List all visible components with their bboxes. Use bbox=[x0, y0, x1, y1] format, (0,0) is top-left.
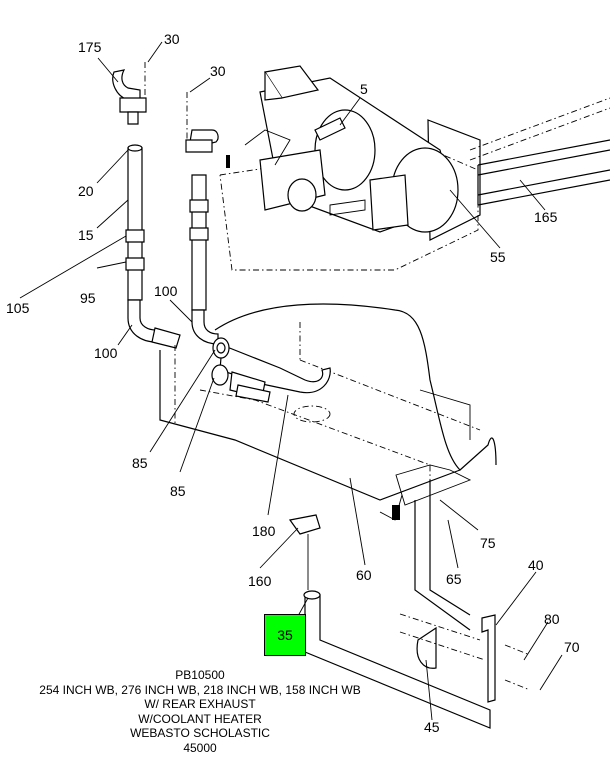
callouts: 175 30 30 5 20 15 105 95 100 100 165 55 … bbox=[6, 31, 580, 735]
callout-30-second: 30 bbox=[210, 63, 226, 79]
callout-35-highlight[interactable]: 35 bbox=[264, 614, 306, 656]
caption-line-5: WEBASTO SCHOLASTIC bbox=[130, 726, 270, 741]
exhaust-pipe-left-drawing bbox=[112, 69, 181, 349]
callout-100-right: 100 bbox=[154, 283, 178, 299]
caption-line-2: 254 INCH WB, 276 INCH WB, 218 INCH WB, 1… bbox=[39, 682, 361, 697]
callout-85-lower: 85 bbox=[170, 483, 186, 499]
coolant-hose-drawing bbox=[211, 337, 331, 403]
diagram-caption: PB10500 254 INCH WB, 276 INCH WB, 218 IN… bbox=[0, 668, 400, 756]
caption-line-6: 45000 bbox=[183, 740, 217, 755]
callout-60: 60 bbox=[356, 567, 372, 583]
caption-line-1: PB10500 bbox=[175, 668, 225, 682]
callout-40: 40 bbox=[528, 557, 544, 573]
callout-85-upper: 85 bbox=[132, 455, 148, 471]
callout-70: 70 bbox=[564, 639, 580, 655]
callout-35: 35 bbox=[277, 627, 293, 643]
heater-unit-drawing bbox=[244, 65, 459, 233]
callout-65: 65 bbox=[446, 571, 462, 587]
callout-30-top: 30 bbox=[164, 31, 180, 47]
callout-165: 165 bbox=[534, 209, 558, 225]
callout-20: 20 bbox=[78, 183, 94, 199]
bracket-drawing bbox=[399, 480, 531, 703]
callout-55: 55 bbox=[490, 249, 506, 265]
callout-160: 160 bbox=[248, 573, 272, 589]
callout-80: 80 bbox=[544, 611, 560, 627]
callout-5: 5 bbox=[360, 81, 368, 97]
callout-100-left: 100 bbox=[94, 345, 118, 361]
frame-rail-drawing bbox=[469, 97, 610, 206]
mounting-panel-drawing bbox=[159, 303, 497, 521]
caption-line-4: W/COOLANT HEATER bbox=[138, 711, 262, 726]
callout-75: 75 bbox=[480, 535, 496, 551]
callout-15: 15 bbox=[78, 227, 94, 243]
callout-45: 45 bbox=[424, 719, 440, 735]
callout-175: 175 bbox=[78, 39, 102, 55]
callout-105: 105 bbox=[6, 300, 30, 316]
caption-line-3: W/ REAR EXHAUST bbox=[144, 697, 256, 712]
callout-180: 180 bbox=[252, 523, 276, 539]
leader-lines bbox=[19, 41, 563, 721]
exhaust-pipe-right-drawing bbox=[185, 129, 230, 345]
callout-95: 95 bbox=[80, 290, 96, 306]
